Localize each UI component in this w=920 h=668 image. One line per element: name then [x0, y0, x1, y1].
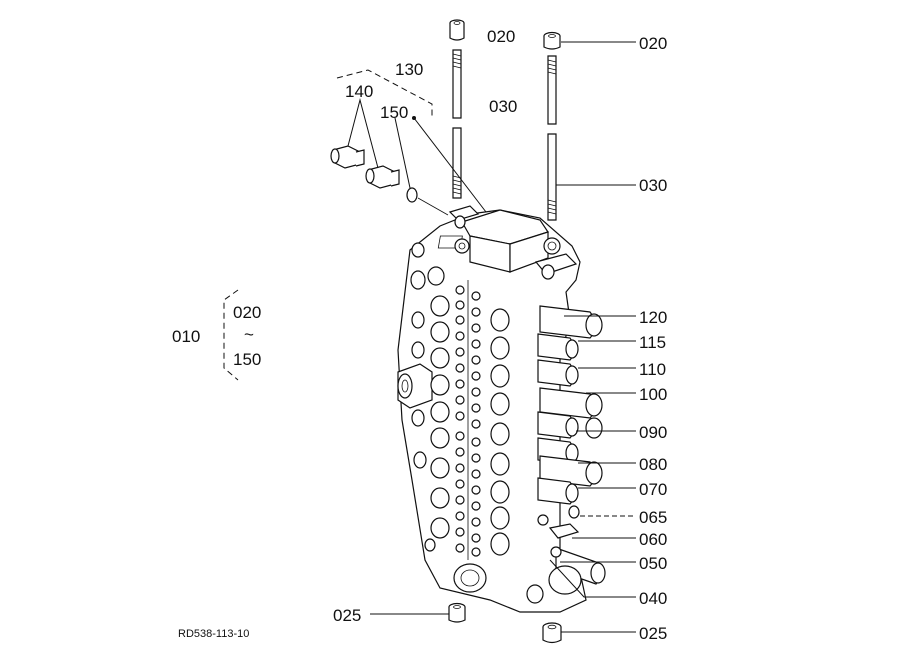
label-100: 100 [639, 385, 667, 404]
label-115: 115 [639, 333, 666, 352]
label-range-symbol: ~ [244, 325, 254, 344]
oring-150 [406, 187, 418, 203]
label-nut-025-left: 025 [333, 606, 361, 625]
label-range-top: 020 [233, 303, 261, 322]
kit-dot [412, 116, 416, 120]
label-110: 110 [639, 360, 666, 379]
nut-bottom-left [448, 602, 466, 623]
bolt-right [547, 55, 557, 221]
kit-bracket [336, 69, 433, 118]
label-plug-140: 140 [345, 82, 373, 101]
label-assembly-010: 010 [172, 327, 200, 346]
plug-140-b [365, 165, 400, 189]
label-050: 050 [639, 554, 667, 573]
fittings-column [455, 280, 481, 560]
label-080: 080 [639, 455, 667, 474]
nut-top-right [543, 31, 561, 50]
label-070: 070 [639, 480, 667, 499]
label-nut-025-right: 025 [639, 624, 667, 643]
assembly-bracket [223, 289, 239, 381]
bolt-left [452, 49, 462, 199]
spool-caps [537, 305, 606, 585]
label-bolt-030-right: 030 [639, 176, 667, 195]
label-065: 065 [639, 508, 667, 527]
leader-150 [394, 117, 411, 189]
callout-leaders [549, 315, 636, 598]
label-090: 090 [639, 423, 667, 442]
plug-140-a [330, 145, 365, 169]
label-nut-020-left: 020 [487, 27, 515, 46]
label-120: 120 [639, 308, 667, 327]
label-oring-150: 150 [380, 103, 408, 122]
nut-top-left [449, 19, 465, 41]
leader-130 [413, 117, 487, 213]
label-040: 040 [639, 589, 667, 608]
label-kit-130: 130 [395, 60, 423, 79]
nut-bottom-right [542, 622, 562, 644]
leader-140 [347, 98, 379, 169]
plug-axis [417, 197, 449, 216]
label-060: 060 [639, 530, 667, 549]
reference-code: RD538-113-10 [178, 628, 249, 640]
label-nut-020-right: 020 [639, 34, 667, 53]
label-bolt-030-left: 030 [489, 97, 517, 116]
label-range-bottom: 150 [233, 350, 261, 369]
valve-body [397, 205, 606, 613]
